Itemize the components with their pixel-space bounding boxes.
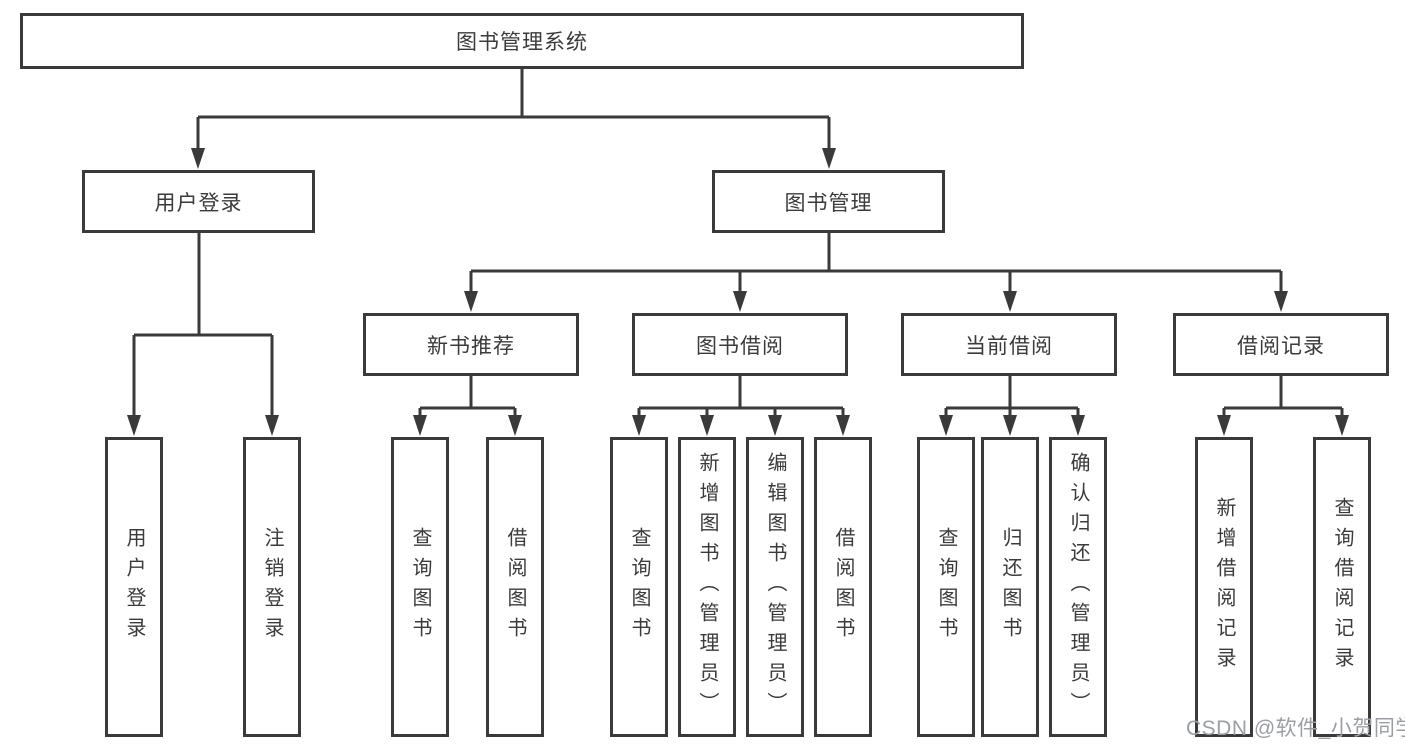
leaf-query-books-current: 查询图书 [917, 437, 975, 737]
leaf-logout: 注销登录 [243, 437, 301, 737]
node-borrow-records: 借阅记录 [1173, 313, 1389, 376]
leaf-return-books: 归还图书 [981, 437, 1039, 737]
leaf-user-login: 用户登录 [105, 437, 163, 737]
leaf-borrow-books: 借阅图书 [814, 437, 872, 737]
leaf-add-books-admin: 新增图书（管理员） [678, 437, 736, 737]
leaf-query-books-recommend: 查询图书 [391, 437, 449, 737]
node-root: 图书管理系统 [20, 13, 1024, 69]
node-user-login: 用户登录 [82, 170, 315, 233]
leaf-query-borrow-record: 查询借阅记录 [1313, 437, 1371, 737]
leaf-query-books-borrow: 查询图书 [610, 437, 668, 737]
node-new-book-recommend: 新书推荐 [363, 313, 579, 376]
leaf-confirm-return-admin: 确认归还（管理员） [1049, 437, 1107, 737]
leaf-borrow-books-recommend: 借阅图书 [486, 437, 544, 737]
node-book-management: 图书管理 [712, 170, 945, 233]
node-book-borrow: 图书借阅 [632, 313, 848, 376]
leaf-edit-books-admin: 编辑图书（管理员） [746, 437, 804, 737]
leaf-add-borrow-record: 新增借阅记录 [1195, 437, 1253, 737]
node-current-borrow: 当前借阅 [901, 313, 1117, 376]
csdn-watermark: CSDN @软件_小贺同学 [1186, 717, 1405, 740]
